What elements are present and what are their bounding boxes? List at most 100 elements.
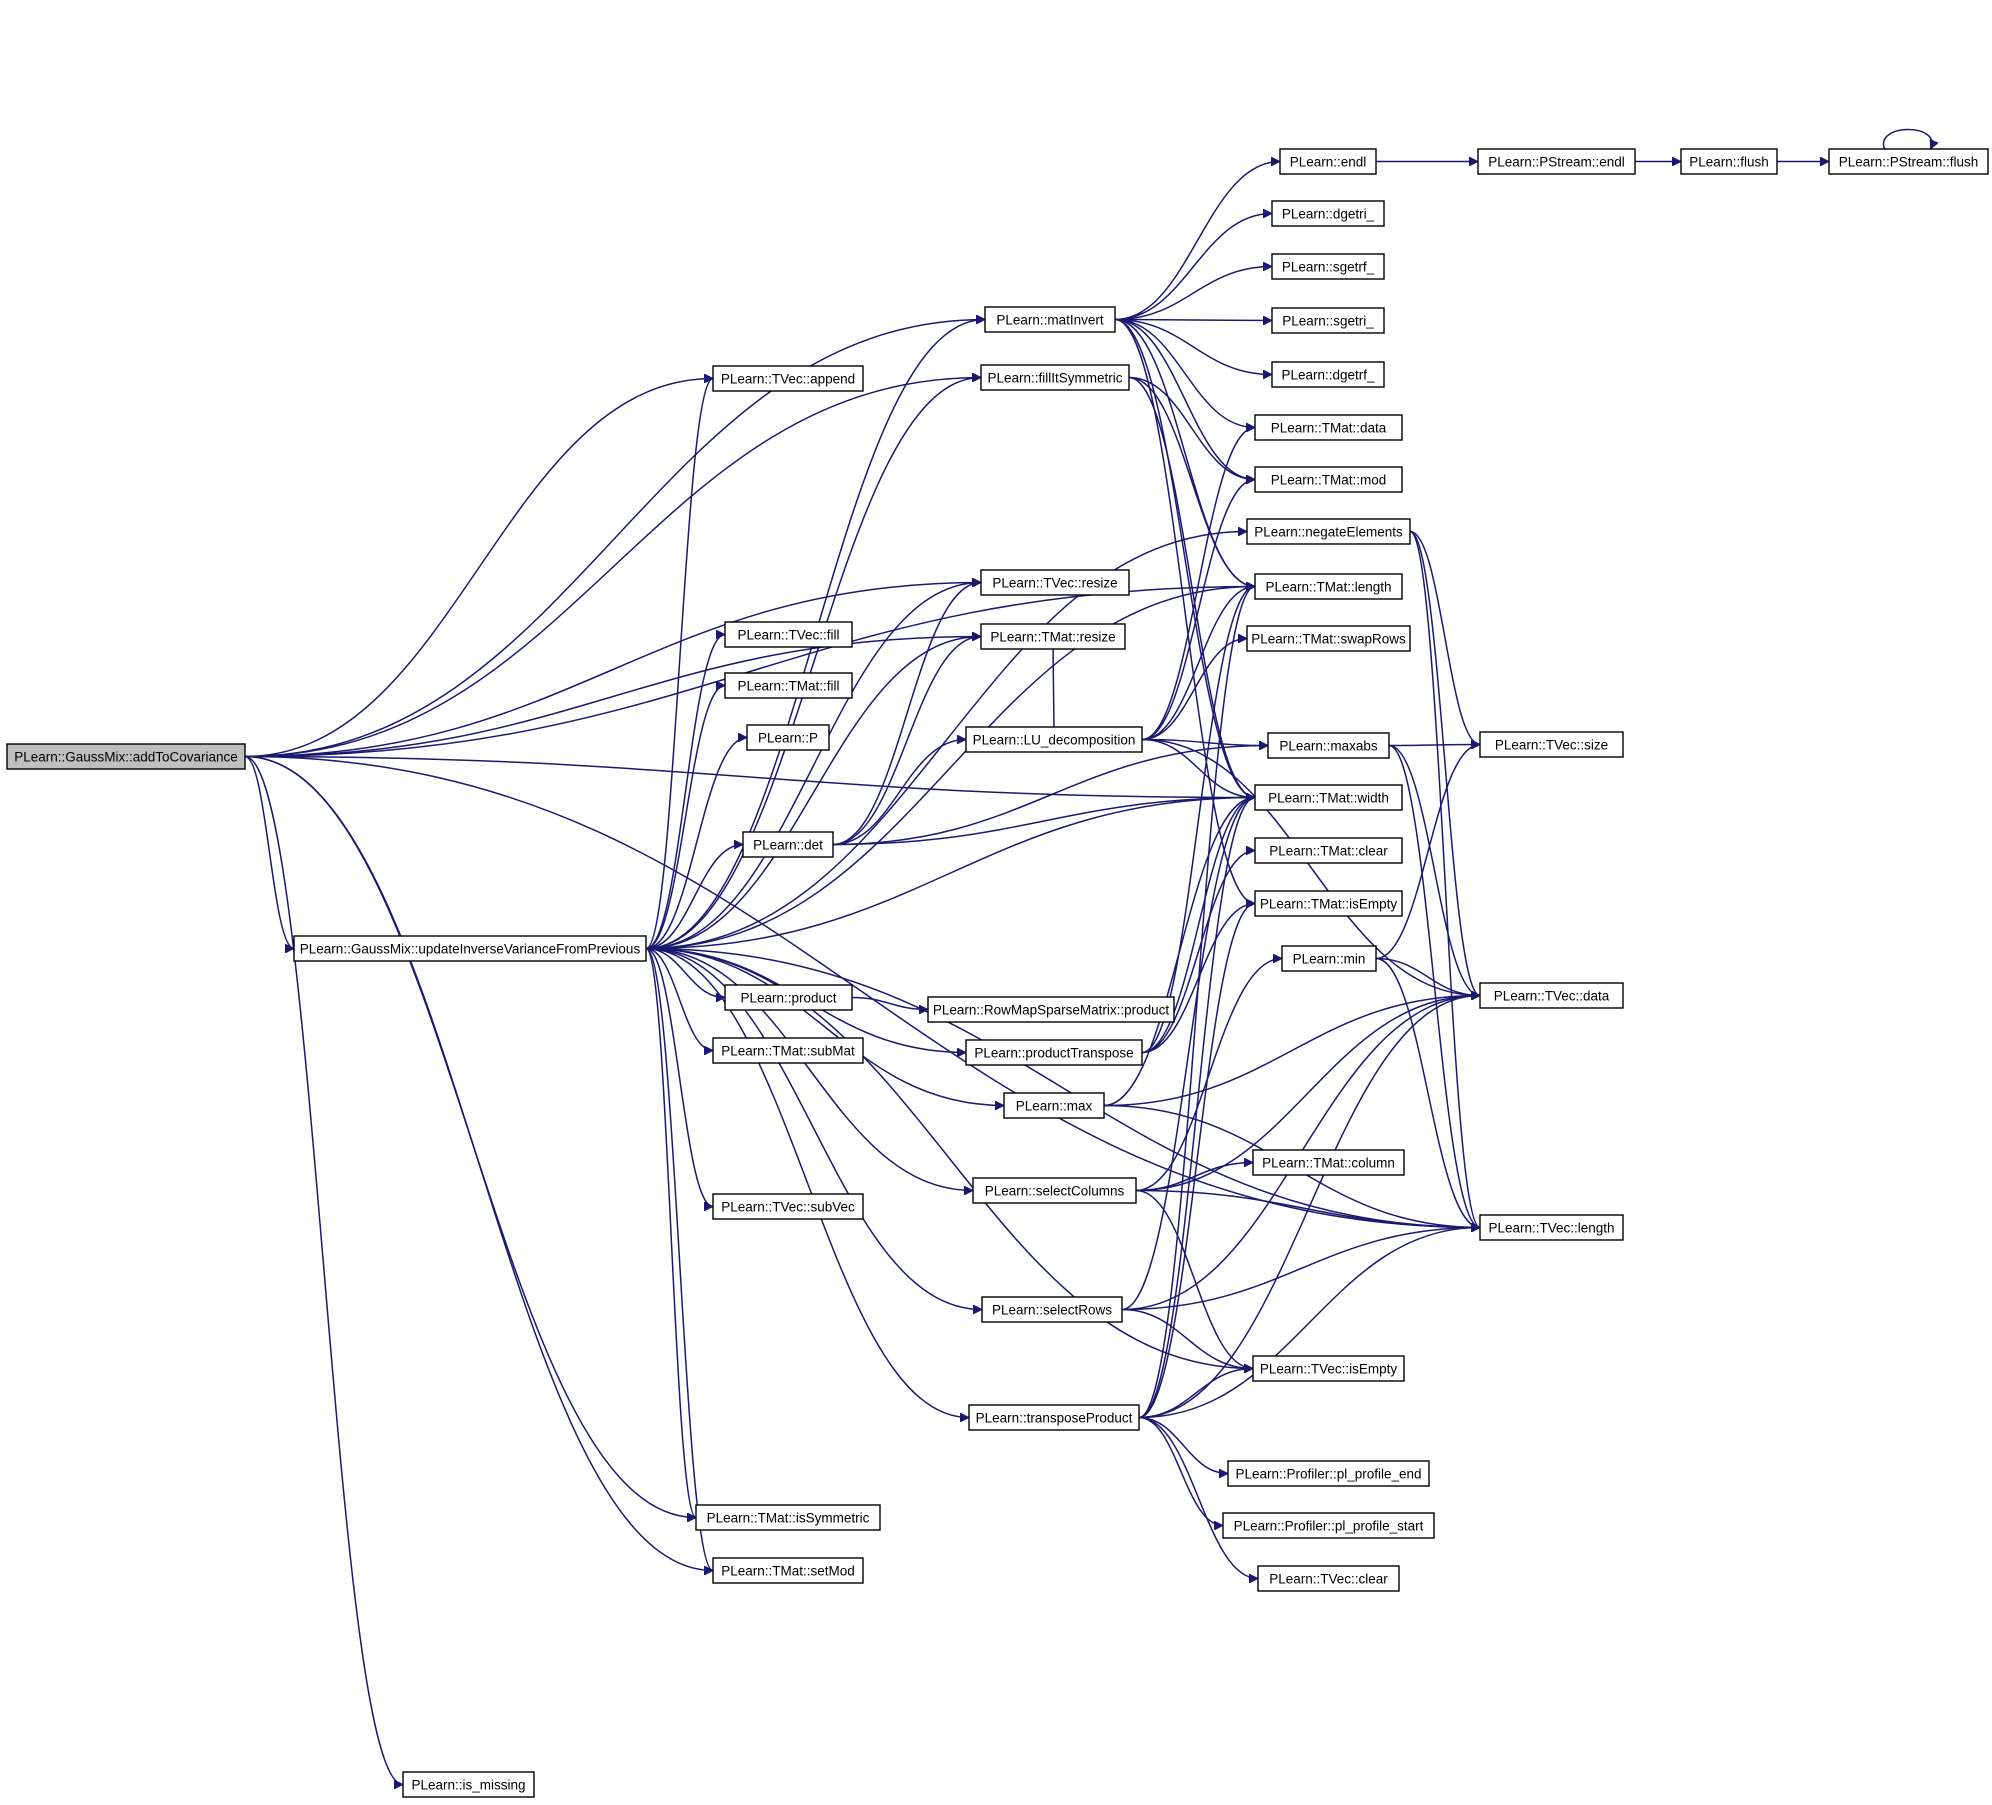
edge-productTranspose-to-tmat_clear	[1141, 851, 1255, 1054]
node-sgetri[interactable]: PLearn::sgetri_	[1271, 307, 1385, 334]
node-tmat_mod[interactable]: PLearn::TMat::mod	[1254, 466, 1403, 493]
node-tmat_isEmpty[interactable]: PLearn::TMat::isEmpty	[1254, 890, 1403, 917]
node-tvec_resize[interactable]: PLearn::TVec::resize	[980, 569, 1130, 596]
node-label: PLearn::is_missing	[411, 1778, 525, 1793]
edge-addToCovariance-to-tvec_resize	[244, 583, 981, 758]
node-tmat_width[interactable]: PLearn::TMat::width	[1254, 784, 1403, 811]
node-label: PLearn::TMat::data	[1271, 421, 1387, 436]
node-endl[interactable]: PLearn::endl	[1279, 148, 1377, 175]
node-LU[interactable]: PLearn::LU_decomposition	[965, 726, 1143, 753]
node-tvec_subVec[interactable]: PLearn::TVec::subVec	[712, 1193, 864, 1220]
edge-updateInv-to-tmat_subMat	[645, 947, 714, 1051]
node-tmat_resize[interactable]: PLearn::TMat::resize	[980, 623, 1126, 650]
node-negateElements[interactable]: PLearn::negateElements	[1246, 518, 1411, 545]
node-label: PLearn::det	[753, 838, 823, 853]
node-tmat_clear[interactable]: PLearn::TMat::clear	[1254, 837, 1403, 864]
edge-product-to-rowmap_product	[851, 996, 928, 1010]
node-addToCovariance[interactable]: PLearn::GaussMix::addToCovariance	[6, 743, 246, 770]
edge-LU-to-tmat_mod	[1141, 480, 1256, 741]
node-label: PLearn::fillItSymmetric	[987, 371, 1122, 386]
node-label: PLearn::flush	[1689, 155, 1769, 170]
edge-updateInv-to-tmat_resize	[645, 637, 981, 950]
edge-matInvert-to-sgetri	[1114, 320, 1272, 321]
node-rowmap_product[interactable]: PLearn::RowMapSparseMatrix::product	[927, 996, 1175, 1023]
node-det[interactable]: PLearn::det	[742, 831, 834, 858]
edge-transposeProduct-to-tmat_width	[1138, 798, 1256, 1419]
node-tmat_data[interactable]: PLearn::TMat::data	[1254, 414, 1403, 441]
node-selectColumns[interactable]: PLearn::selectColumns	[972, 1177, 1137, 1204]
edge-min-to-tvec_data	[1375, 957, 1480, 996]
node-label: PLearn::TMat::swapRows	[1251, 632, 1406, 647]
node-box	[980, 364, 1130, 391]
edge-fillItSymmetric-to-tmat_mod	[1128, 376, 1255, 480]
edge-updateInv-to-max	[645, 947, 1004, 1106]
node-min[interactable]: PLearn::min	[1281, 945, 1377, 972]
edge-LU-to-tvec_data	[1141, 738, 1480, 996]
node-tmat_setMod[interactable]: PLearn::TMat::setMod	[712, 1557, 864, 1584]
node-box	[1254, 466, 1403, 493]
node-dgetrf[interactable]: PLearn::dgetrf_	[1271, 361, 1385, 388]
node-box	[980, 569, 1130, 596]
node-tmat_subMat[interactable]: PLearn::TMat::subMat	[712, 1037, 864, 1064]
node-box	[724, 984, 853, 1011]
node-flush[interactable]: PLearn::flush	[1680, 148, 1778, 175]
edge-updateInv-to-P	[645, 738, 748, 950]
node-box	[972, 1177, 1137, 1204]
node-box	[1271, 253, 1385, 280]
edge-updateInv-to-tvec_isEmpty	[645, 947, 1253, 1369]
node-tmat_fill[interactable]: PLearn::TMat::fill	[724, 672, 853, 699]
edge-max-to-tvec_data	[1103, 996, 1480, 1107]
edge-updateInv-to-fillItSymmetric	[645, 378, 981, 950]
node-is_missing[interactable]: PLearn::is_missing	[402, 1771, 535, 1798]
node-selectRows[interactable]: PLearn::selectRows	[981, 1296, 1123, 1323]
node-tvec_length[interactable]: PLearn::TVec::length	[1479, 1214, 1624, 1241]
node-box	[1479, 1214, 1624, 1241]
edge-det-to-tmat_width	[832, 798, 1255, 846]
node-label: PLearn::Profiler::pl_profile_end	[1235, 1467, 1421, 1482]
node-pstream_flush[interactable]: PLearn::PStream::flush	[1828, 148, 1989, 175]
node-transposeProduct[interactable]: PLearn::transposeProduct	[968, 1404, 1140, 1431]
node-tmat_column[interactable]: PLearn::TMat::column	[1252, 1149, 1405, 1176]
node-box	[1477, 148, 1636, 175]
edge-selectColumns-to-tvec_data	[1135, 996, 1480, 1192]
edge-transposeProduct-to-tvec_data	[1138, 996, 1480, 1419]
node-box	[1254, 414, 1403, 441]
node-dgetri[interactable]: PLearn::dgetri_	[1271, 200, 1385, 227]
node-sgetrf[interactable]: PLearn::sgetrf_	[1271, 253, 1385, 280]
edge-det-to-tmat_resize	[832, 637, 981, 846]
node-box	[984, 306, 1116, 333]
node-label: PLearn::selectRows	[992, 1303, 1112, 1318]
node-max[interactable]: PLearn::max	[1003, 1092, 1105, 1119]
node-tvec_clear[interactable]: PLearn::TVec::clear	[1257, 1565, 1400, 1592]
node-tvec_data[interactable]: PLearn::TVec::data	[1479, 982, 1624, 1009]
node-updateInv[interactable]: PLearn::GaussMix::updateInverseVarianceF…	[293, 935, 647, 962]
node-tvec_size[interactable]: PLearn::TVec::size	[1479, 731, 1624, 758]
node-productTranspose[interactable]: PLearn::productTranspose	[965, 1039, 1143, 1066]
node-pl_profile_start[interactable]: PLearn::Profiler::pl_profile_start	[1222, 1512, 1435, 1539]
node-box	[1281, 945, 1377, 972]
node-tvec_isEmpty[interactable]: PLearn::TVec::isEmpty	[1252, 1355, 1405, 1382]
node-pstream_endl[interactable]: PLearn::PStream::endl	[1477, 148, 1636, 175]
node-tmat_length[interactable]: PLearn::TMat::length	[1254, 573, 1403, 600]
node-box	[712, 1037, 864, 1064]
node-tmat_isSymmetric[interactable]: PLearn::TMat::isSymmetric	[695, 1504, 881, 1531]
node-label: PLearn::dgetri_	[1282, 207, 1375, 222]
node-box	[746, 724, 830, 751]
node-maxabs[interactable]: PLearn::maxabs	[1267, 732, 1390, 759]
edge-transposeProduct-to-pl_profile_end	[1138, 1416, 1228, 1474]
edge-addToCovariance-to-matInvert	[244, 320, 985, 758]
node-box	[712, 1557, 864, 1584]
node-fillItSymmetric[interactable]: PLearn::fillItSymmetric	[980, 364, 1130, 391]
node-label: PLearn::TMat::width	[1268, 791, 1389, 806]
node-matInvert[interactable]: PLearn::matInvert	[984, 306, 1116, 333]
node-product[interactable]: PLearn::product	[724, 984, 853, 1011]
node-pl_profile_end[interactable]: PLearn::Profiler::pl_profile_end	[1227, 1460, 1430, 1487]
edge-updateInv-to-negateElements	[645, 532, 1247, 950]
edge-negateElements-to-tvec_size	[1409, 530, 1481, 745]
node-tvec_append[interactable]: PLearn::TVec::append	[712, 365, 864, 392]
node-box	[1254, 784, 1403, 811]
node-P[interactable]: PLearn::P	[746, 724, 830, 751]
node-tvec_fill[interactable]: PLearn::TVec::fill	[724, 621, 853, 648]
node-tmat_swapRows[interactable]: PLearn::TMat::swapRows	[1246, 625, 1411, 652]
edge-matInvert-to-tmat_width	[1114, 318, 1256, 798]
